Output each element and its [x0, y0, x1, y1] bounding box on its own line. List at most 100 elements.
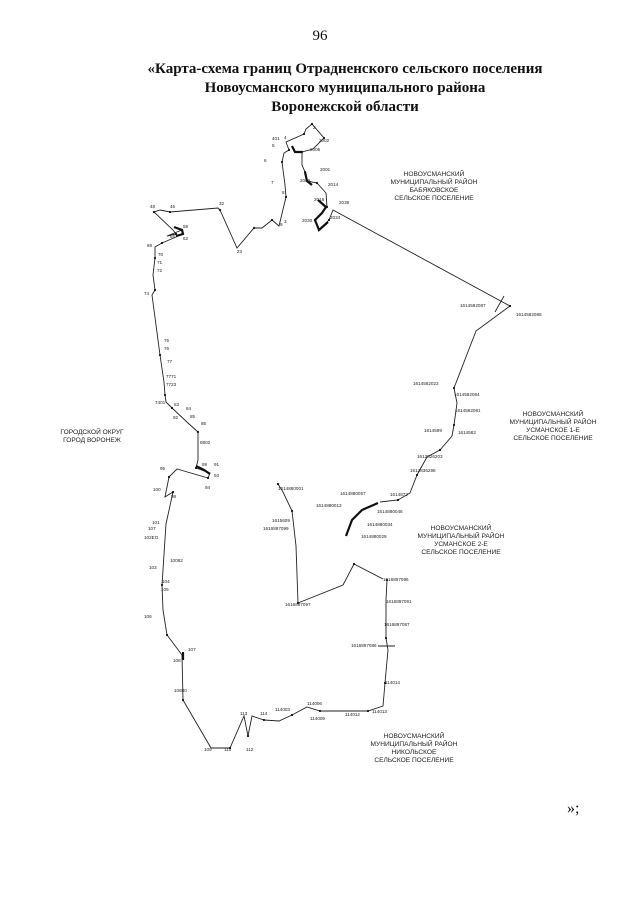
region-label-line: НОВОУСМАНСКИЙ — [523, 409, 584, 418]
point-label: 6 — [264, 158, 267, 163]
point-label: 2 — [313, 125, 316, 130]
point-label: 114006 — [307, 701, 322, 706]
point-label: 65 — [170, 234, 176, 239]
point-label: 98 — [171, 494, 177, 499]
point-label: 85 — [190, 414, 196, 419]
point-label: 7401 — [155, 400, 166, 405]
closing-quote: »; — [567, 800, 580, 817]
vertex-dot — [313, 218, 317, 222]
point-label: 112 — [246, 747, 254, 752]
vertex-dot — [180, 228, 184, 232]
point-label: 108 — [173, 658, 181, 663]
point-label: 91 — [214, 462, 220, 467]
point-label: 1614880001 — [278, 486, 304, 491]
title-line-1: «Карта-схема границ Отрадненского сельск… — [147, 61, 543, 77]
vertex-dot — [302, 132, 306, 136]
point-label: 75 — [164, 338, 170, 343]
vertex-dot — [280, 160, 284, 164]
vertex-dot — [196, 430, 200, 434]
point-label: 1614582081 — [455, 408, 481, 413]
region-label-line: НОВОУСМАНСКИЙ — [431, 523, 492, 532]
title-line-3: Воронежской области — [271, 99, 419, 115]
vertex-dot — [303, 170, 307, 174]
vertex-dot — [287, 148, 291, 152]
boundary-line-west — [151, 123, 389, 749]
vertex-dot — [438, 448, 442, 452]
point-label: 93 — [214, 473, 220, 478]
point-label: 48 — [150, 204, 156, 209]
vertex-dot — [327, 218, 331, 222]
region-label-line: НОВОУСМАНСКИЙ — [384, 731, 445, 740]
point-label: 74 — [144, 291, 150, 296]
point-label: 106 — [144, 614, 152, 619]
point-label: 7723 — [166, 382, 177, 387]
map-title: «Карта-схема границ Отрадненского сельск… — [60, 60, 630, 117]
point-label: 107 — [148, 526, 156, 531]
point-label: 69 — [147, 243, 153, 248]
point-label: 4 — [284, 135, 287, 140]
point-label: 105 — [161, 587, 169, 592]
region-label-line: МУНИЦИПАЛЬНЫЙ РАЙОН — [371, 739, 458, 748]
point-label: 10082 — [170, 558, 183, 563]
vertex-dot — [396, 498, 400, 502]
vertex-dot — [322, 136, 326, 140]
point-label: 77 — [167, 359, 173, 364]
point-label: 8 — [282, 190, 285, 195]
vertex-dot — [384, 636, 388, 640]
boundary-tick — [494, 295, 505, 313]
point-label: 2009 — [300, 178, 311, 183]
point-label: 84 — [186, 406, 192, 411]
point-label: 110 — [224, 747, 232, 752]
point-label: 5 — [272, 143, 275, 148]
vertex-dot — [415, 473, 419, 477]
region-label-line: МУНИЦИПАЛЬНЫЙ РАЙОН — [391, 177, 478, 186]
vertex-dot — [352, 562, 356, 566]
point-label: 1614582087 — [460, 303, 486, 308]
vertex-dot — [228, 746, 232, 750]
region-label-line: УСМАНСКОЕ 1-Е — [526, 427, 580, 434]
point-label: 32 — [219, 201, 225, 206]
point-label: 62 — [183, 236, 189, 241]
vertex-dot — [452, 423, 456, 427]
point-label: 114003 — [275, 707, 290, 712]
point-label: 1614880057 — [340, 491, 366, 496]
point-label: 2001 — [320, 167, 331, 172]
bold-segment — [291, 145, 302, 154]
vertex-dot — [153, 288, 157, 292]
boundary-line-inner — [277, 483, 384, 604]
vertex-dot — [284, 195, 288, 199]
point-label: 1616897099 — [263, 526, 289, 531]
vertex-dot — [170, 406, 174, 410]
point-label: 7771 — [166, 374, 177, 379]
point-label: 1616897096 — [383, 577, 409, 582]
vertex-dot — [366, 709, 370, 713]
vertex-dot — [158, 353, 162, 357]
vertex-dot — [508, 304, 512, 308]
point-label: 1614880013 — [316, 503, 342, 508]
region-label-line: УСМАНСКОЕ 2-Е — [434, 541, 488, 548]
point-label: 104 — [162, 579, 170, 584]
point-label: 23 — [237, 249, 243, 254]
vertex-dot — [181, 698, 185, 702]
vertex-dot — [270, 218, 274, 222]
point-label: 1614880034 — [367, 522, 393, 527]
point-label: 1612836298 — [410, 468, 436, 473]
point-label: 76 — [164, 346, 170, 351]
point-label: 100 — [153, 487, 161, 492]
region-label-line: СЕЛЬСКОЕ ПОСЕЛЕНИЕ — [421, 549, 501, 556]
point-label: 1616897097 — [285, 602, 311, 607]
region-label-line: БАБЯКОВСКОЕ — [410, 187, 459, 194]
region-label-line: СЕЛЬСКОЕ ПОСЕЛЕНИЕ — [374, 757, 454, 764]
point-label: 71 — [157, 260, 163, 265]
point-label: 113 — [240, 711, 248, 716]
region-label-line: НИКОЛЬСКОЕ — [392, 749, 437, 756]
vertex-dot — [383, 681, 387, 685]
point-label: 9 — [280, 222, 283, 227]
point-label: 1614582 — [458, 430, 476, 435]
vertex-dot — [168, 210, 172, 214]
vertex-dot — [296, 601, 300, 605]
